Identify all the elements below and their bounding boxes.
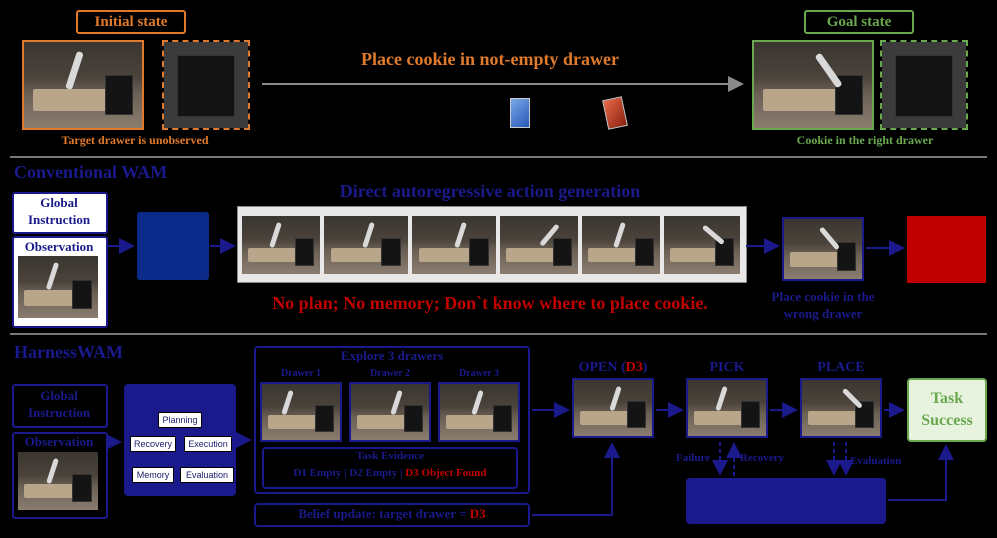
harness-observation-label: Observation [24,434,94,449]
failure-label: Failure [676,452,711,464]
harness-instruction-box [12,384,108,428]
explore-panel [254,346,530,494]
film-frame-3 [412,216,496,274]
initial-closeup-frame [162,40,250,130]
top-arrow-line [262,83,732,85]
goal-caption: Cookie in the right drawer [796,133,934,147]
open-label: OPEN (D3) [572,360,654,376]
goal-state-tag: Goal state [804,10,914,34]
conv-model-box [137,212,209,280]
open-prefix: OPEN ( [578,360,626,375]
goal-closeup-image [882,42,966,128]
drawer-3-frame [438,382,520,442]
harness-observation-box [12,432,108,519]
drawer-1-frame [260,382,342,442]
evidence-empty-text: D1 Empty | D2 Empty | [293,467,406,479]
place-label: PLACE [817,360,865,375]
recovery-label: Recovery [740,452,784,464]
place-frame [800,378,882,438]
conv-observation-image [18,256,98,318]
film-frame-1 [242,216,320,274]
initial-closeup-image [164,42,248,128]
drawer-1-label: Drawer 1 [280,368,322,379]
module-memory: Memory [132,467,174,483]
film-frame-6 [664,216,740,274]
open-suffix: ) [642,360,648,375]
task-instruction: Place cookie in not-empty drawer [361,49,619,69]
module-execution: Execution [184,436,232,452]
evidence-box [262,447,518,489]
drawer-3-label: Drawer 3 [458,368,500,379]
goal-closeup-frame [880,40,968,130]
belief-value: D3 [469,506,486,521]
initial-scene-image [24,42,142,128]
module-recovery: Recovery [130,436,176,452]
belief-box [254,503,530,527]
task-success-label: Task Success [921,390,973,429]
module-evaluation: Evaluation [180,467,234,483]
pick-label: PICK [709,360,745,375]
conv-result-image [784,219,862,279]
belief-prefix: Belief update: target drawer = [298,506,470,521]
open-frame [572,378,654,438]
arrow-controller-to-success [888,444,954,501]
conv-headline: Direct autoregressive action generation [339,181,641,201]
explore-title: Explore 3 drawers [340,348,444,363]
drawer-2-frame [349,382,431,442]
harness-global-instruction: Global Instruction [27,388,91,420]
evaluation-label: Evaluation [850,455,902,467]
module-planning: Planning [158,412,202,428]
separator-2 [10,333,987,335]
cookie-box-icon-blue [510,98,530,128]
film-frame-4 [500,216,578,274]
initial-state-tag: Initial state [76,10,186,34]
separator-1 [10,156,987,158]
harness-observation-image [18,452,98,510]
film-frame-5 [582,216,660,274]
evidence-line: D1 Empty | D2 Empty | D3 Object Found [262,467,518,479]
conv-result-frame [782,217,864,281]
conv-observation-label: Observation [24,239,94,254]
film-frame-2 [324,216,408,274]
evidence-title: Task Evidence [356,450,424,462]
arrow-belief-to-open [532,442,620,516]
pick-frame [686,378,768,438]
conv-failure-box [907,216,986,283]
drawer-2-label: Drawer 2 [369,368,411,379]
harness-controller-box [686,478,886,524]
evidence-found-text: D3 Object Found [405,467,487,479]
harness-title: HarnessWAM [14,342,123,362]
conv-global-instruction: Global Instruction [27,195,91,227]
conv-instruction-box [12,192,108,234]
belief-text: Belief update: target drawer = D3 [254,506,530,522]
conv-result-caption: Place cookie in the wrong drawer [771,289,875,321]
task-success-box [907,378,987,442]
goal-scene-frame [752,40,874,130]
goal-scene-image [754,42,872,128]
initial-scene-frame [22,40,144,130]
open-value: D3 [625,360,643,375]
initial-caption: Target drawer is unobserved [61,133,209,147]
conv-failure-text: No plan; No memory; Don`t know where to … [272,293,708,313]
conventional-title: Conventional WAM [14,162,168,182]
